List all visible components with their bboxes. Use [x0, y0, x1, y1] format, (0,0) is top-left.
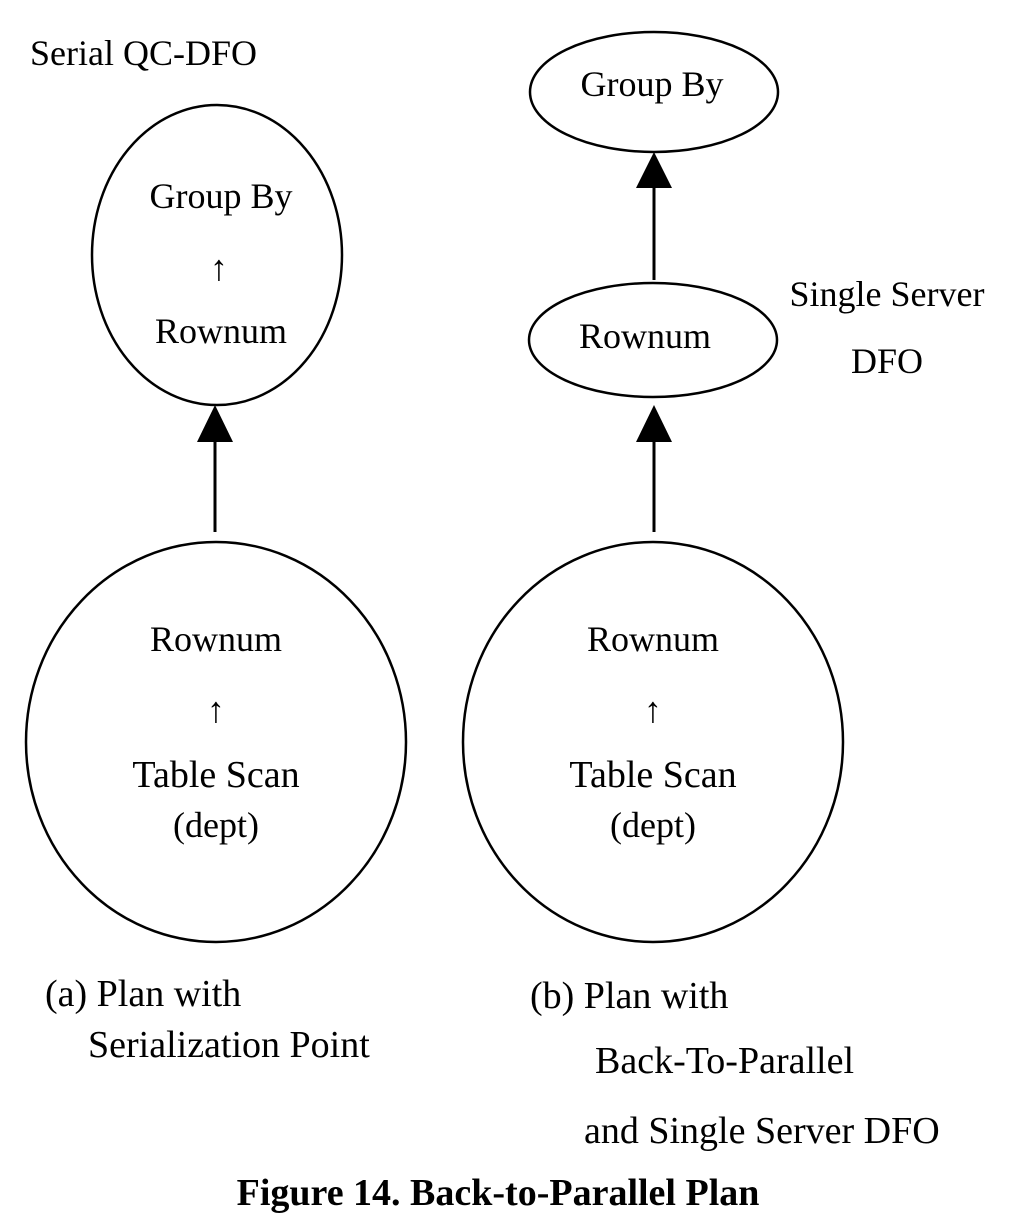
figure-caption: Figure 14. Back-to-Parallel Plan [237, 1172, 760, 1214]
scan-node-b-up-arrow-icon: ↑ [644, 690, 662, 730]
diagram-a: Serial QC-DFO Group By ↑ Rownum Rownum ↑… [24, 33, 408, 1066]
caption-b-line3: and Single Server DFO [584, 1110, 940, 1152]
serial-qc-dfo-label: Serial QC-DFO [30, 33, 257, 73]
parallel-scan-node-b [461, 540, 845, 944]
diagram-b: Group By Rownum Single Server DFO Rownum… [461, 30, 985, 1152]
serial-node-rownum-text: Rownum [155, 311, 287, 351]
single-server-label-line1: Single Server [790, 274, 985, 314]
scan-node-b-dept-text: (dept) [610, 805, 696, 845]
caption-b-line2: Back-To-Parallel [595, 1040, 854, 1082]
serial-qc-dfo-node [90, 103, 344, 407]
scan-node-a-up-arrow-icon: ↑ [207, 690, 225, 730]
rownum-node-b [527, 281, 779, 399]
scan-node-a-rownum-text: Rownum [150, 619, 282, 659]
parallel-scan-node-a [24, 540, 408, 944]
edge-b-upper-arrowhead [636, 152, 672, 188]
edge-a-arrowhead [197, 405, 233, 442]
caption-a-line2: Serialization Point [88, 1024, 370, 1066]
edge-b-lower-arrowhead [636, 405, 672, 442]
scan-node-b-rownum-text: Rownum [587, 619, 719, 659]
rownum-node-b-text: Rownum [579, 316, 711, 356]
scan-node-a-table-scan-text: Table Scan [132, 754, 299, 796]
scan-node-a-dept-text: (dept) [173, 805, 259, 845]
single-server-label-line2: DFO [851, 341, 923, 381]
serial-node-up-arrow-icon: ↑ [210, 248, 228, 288]
caption-b-line1: (b) Plan with [530, 975, 728, 1017]
scan-node-b-table-scan-text: Table Scan [569, 754, 736, 796]
caption-a-line1: (a) Plan with [45, 973, 241, 1015]
group-by-node-b-text: Group By [581, 64, 724, 104]
serial-node-group-by-text: Group By [150, 176, 293, 216]
